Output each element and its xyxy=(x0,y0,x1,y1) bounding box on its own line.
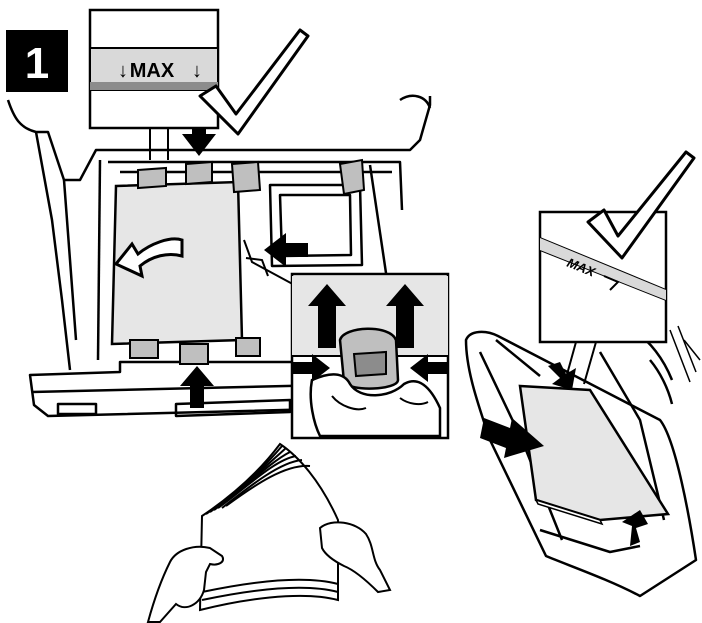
max-arrow-left: ↓ xyxy=(118,60,128,82)
max-fill-label: MAX xyxy=(130,60,175,82)
step-badge: 1 xyxy=(6,30,68,92)
guide-squeeze-callout xyxy=(292,274,448,438)
fanned-paper-stack xyxy=(148,444,390,622)
max-fill-callout: ↓ MAX ↓ xyxy=(90,10,218,128)
tray-paper-stack xyxy=(112,182,242,344)
step-number: 1 xyxy=(25,39,49,88)
max-arrow-right: ↓ xyxy=(192,60,202,82)
